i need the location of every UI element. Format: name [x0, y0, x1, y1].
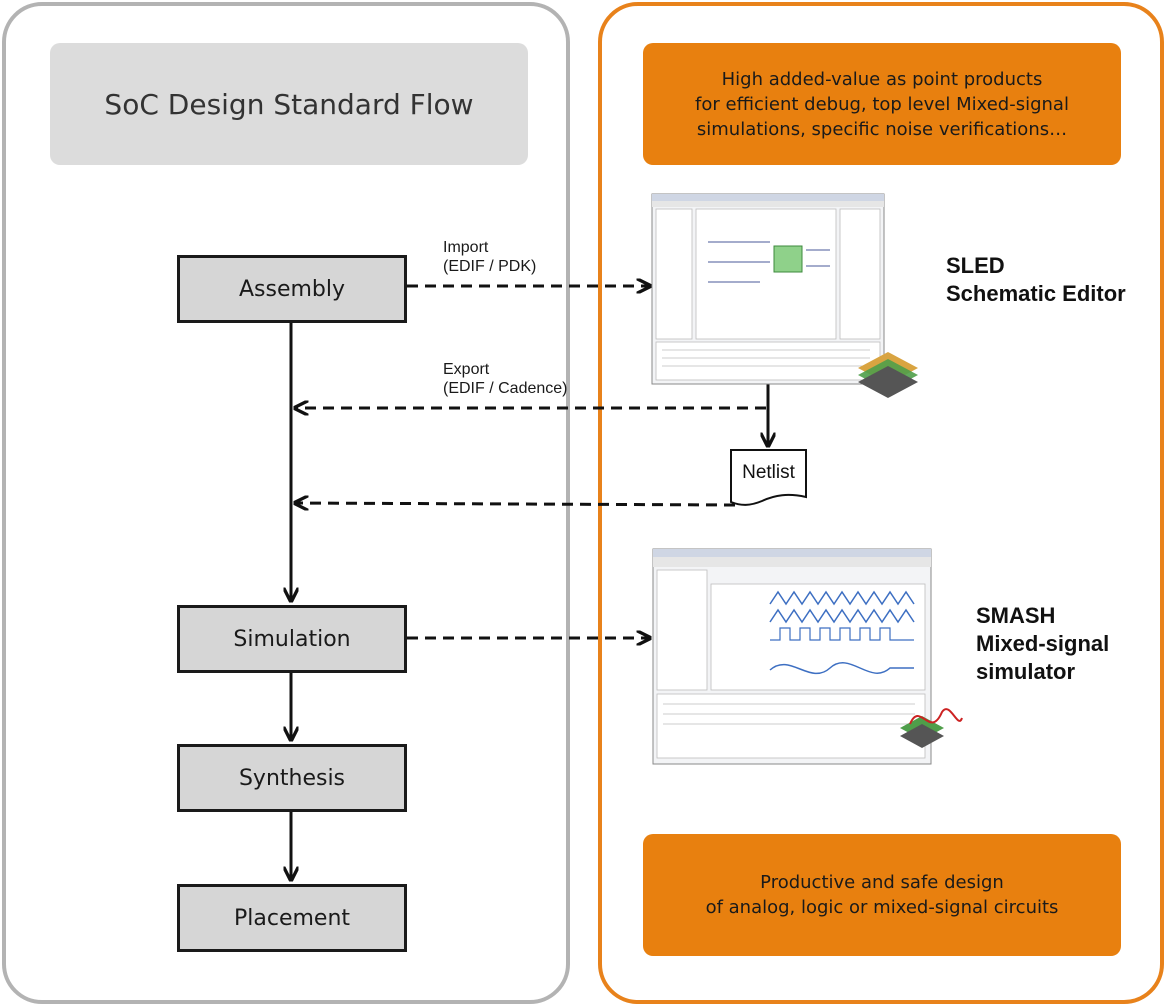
smash-screenshot: [652, 548, 963, 765]
productive-design-line: of analog, logic or mixed-signal circuit…: [705, 897, 1059, 918]
point-products-box: High added-value as point products for e…: [643, 43, 1121, 165]
point-products-line: High added-value as point products: [721, 68, 1043, 90]
productive-design-line: Productive and safe design: [760, 872, 1004, 893]
sled-label: SLED Schematic Editor: [946, 253, 1126, 306]
netlist-document: [730, 449, 807, 506]
standard-flow-title: SoC Design Standard Flow: [50, 43, 528, 165]
assembly-step: Assembly: [177, 255, 407, 323]
placement-step: Placement: [177, 884, 407, 952]
smash-label: SMASH Mixed-signal simulator: [976, 603, 1110, 684]
sled-screenshot: [651, 193, 918, 398]
import-label: Import (EDIF / PDK): [443, 239, 537, 275]
netlist-arrow: [295, 503, 736, 505]
point-products-line: for efficient debug, top level Mixed-sig…: [695, 93, 1069, 115]
export-label: Export (EDIF / Cadence): [443, 361, 568, 397]
simulation-step: Simulation: [177, 605, 407, 673]
productive-design-box: Productive and safe design of analog, lo…: [643, 834, 1121, 956]
netlist-label: Netlist: [742, 462, 795, 483]
point-products-line: simulations, specific noise verification…: [696, 118, 1068, 140]
synthesis-step: Synthesis: [177, 744, 407, 812]
